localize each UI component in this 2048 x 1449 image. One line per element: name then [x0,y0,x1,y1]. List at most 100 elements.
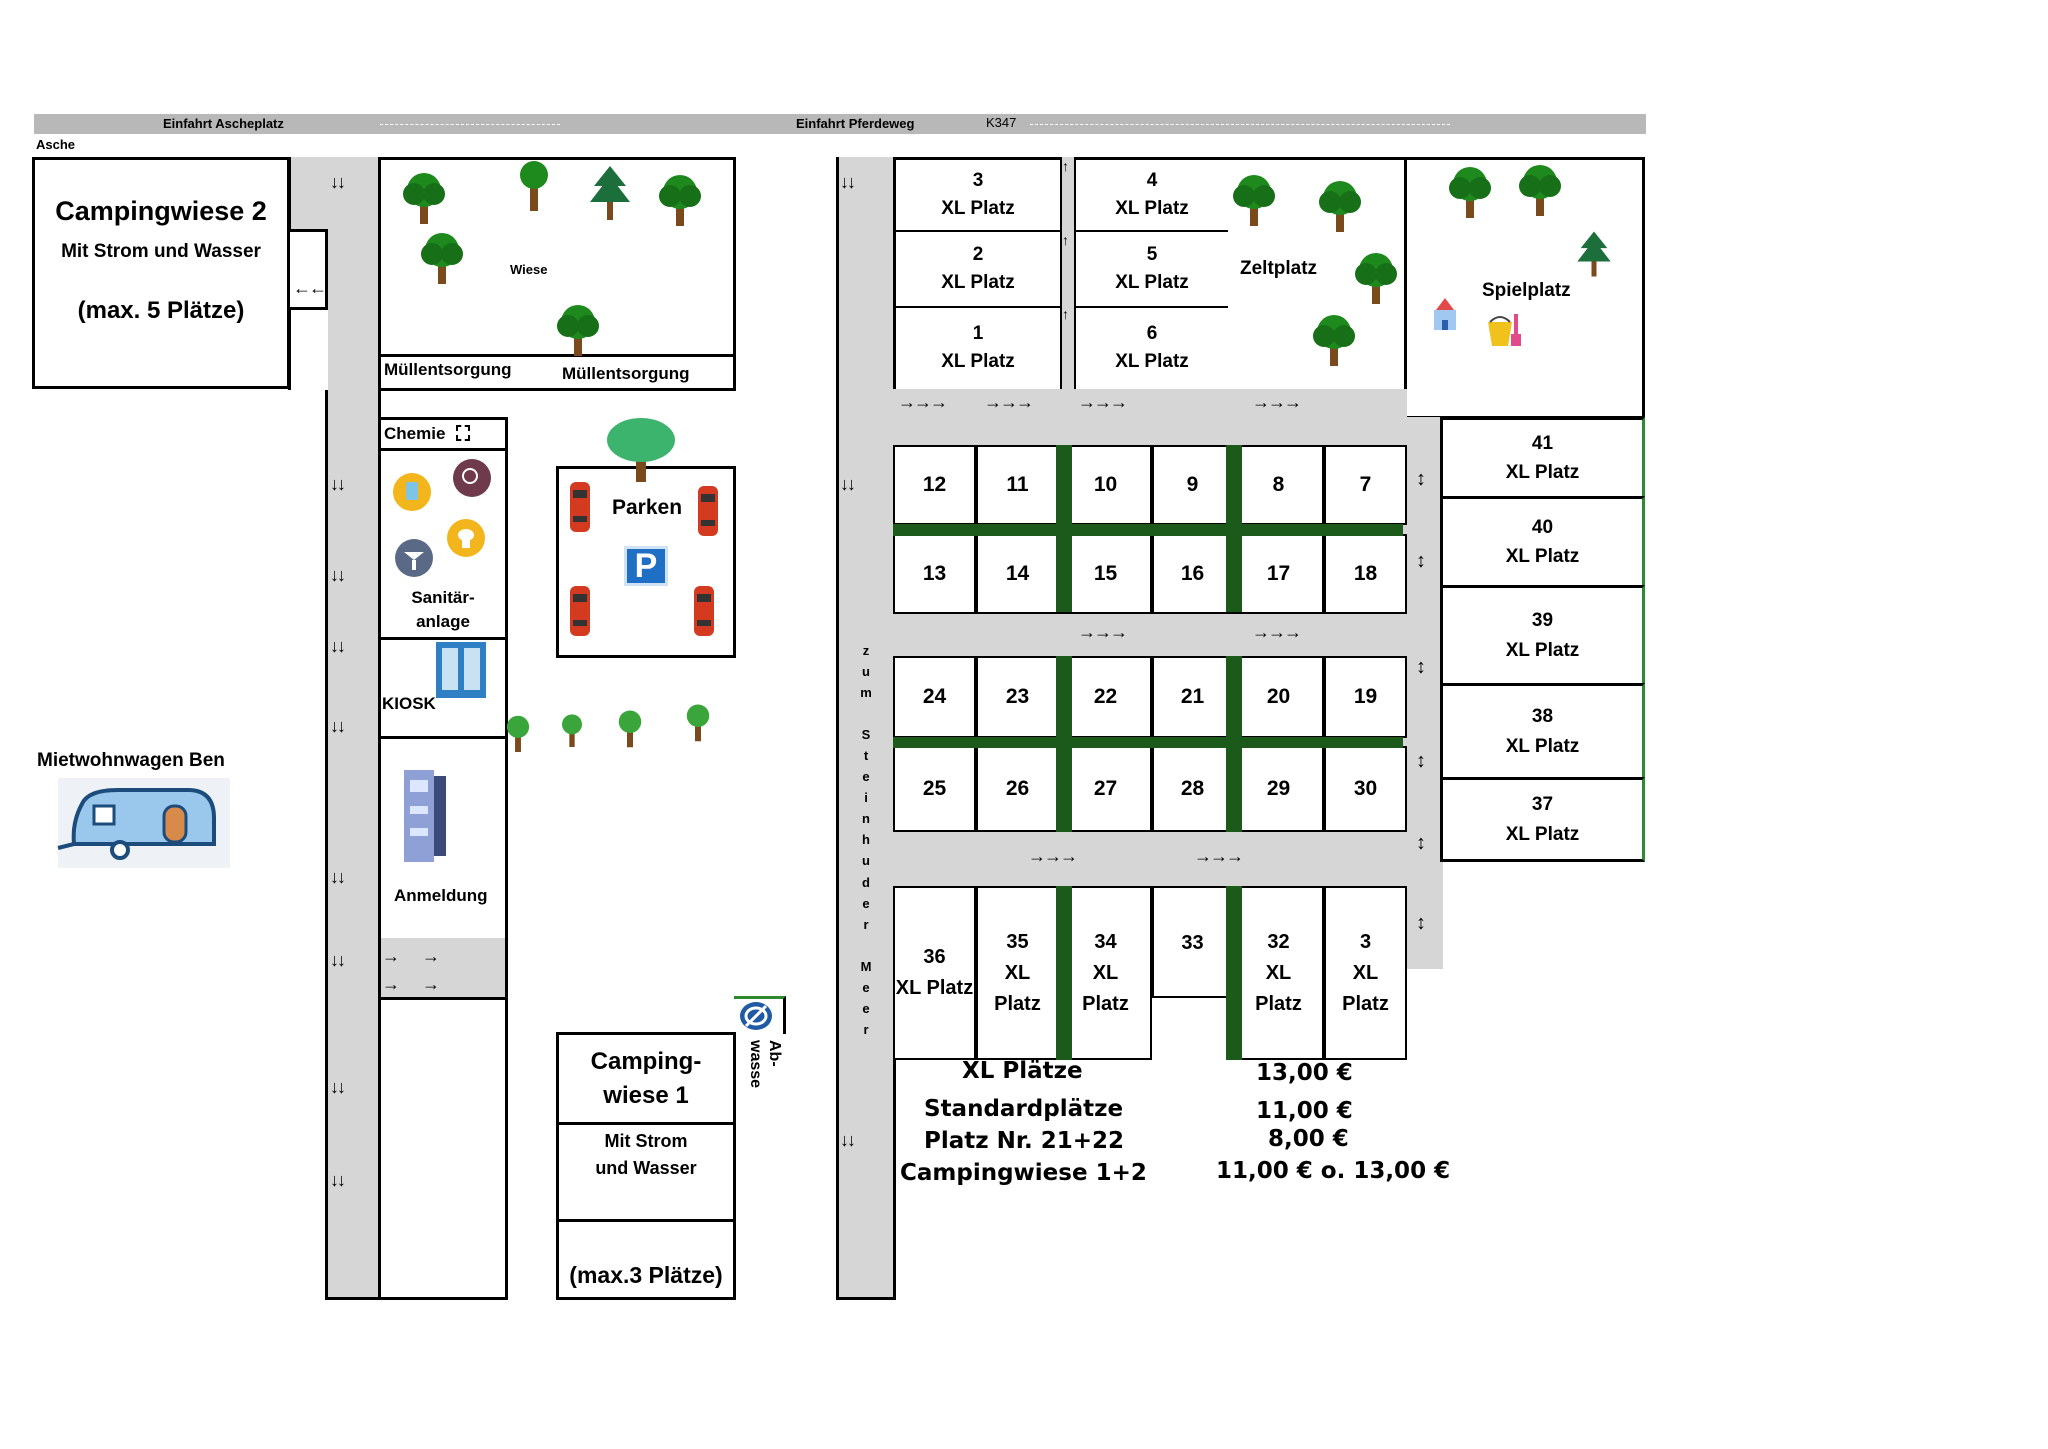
down-arrows-c3: ↓↓ [840,1130,856,1150]
right-arrows-low-2: →→→ [1194,846,1244,866]
pitch-number: 6 [1146,322,1158,344]
pitch-13[interactable]: 13 [893,534,976,614]
sanitary-label-line-2: anlage [416,611,470,631]
pitch-text: 36 [923,946,946,968]
sand-bucket-icon [1488,314,1521,346]
pitch-number: 7 [1359,472,1372,496]
registration-terminal-icon [404,770,446,862]
steinhuder-letter: u [862,853,870,869]
pitch-10[interactable]: 10 [1059,445,1152,525]
updown-arrow-3: ↕ [1416,656,1426,678]
registration-label: Anmeldung [394,886,488,905]
pine-tree-icon [1577,231,1611,277]
pitch-number: 3 [972,169,984,191]
price-label-xl: XL Plätze [962,1058,1083,1084]
pitch-16[interactable]: 16 [1152,534,1233,614]
steinhuder-letter: M [860,958,872,974]
pitch-19[interactable]: 19 [1324,656,1407,738]
pitch-text: XL [1092,961,1119,984]
pitch-9[interactable]: 9 [1152,445,1233,525]
connector-road-cw2 [288,157,328,232]
pitch-label: XL Platz [1505,735,1580,757]
pitch-28[interactable]: 28 [1152,746,1233,832]
wastewater-icon [740,1002,772,1030]
hedge-vertical-2c [1226,886,1242,1060]
hedge-vertical-2b [1226,656,1242,832]
hedge-horizontal-2 [893,737,1403,748]
tree-icon [562,714,582,747]
steinhuder-letter: d [862,874,870,890]
top-xl-separator [1060,157,1076,389]
pitch-26[interactable]: 26 [976,746,1059,832]
pitch-17[interactable]: 17 [1233,534,1324,614]
connector-road-cw2-lower [288,307,328,390]
pitch-text: 33 [1181,932,1204,954]
pitch-label: XL Platz [941,272,1015,293]
pitch-11[interactable]: 11 [976,445,1059,525]
pitch-24[interactable]: 24 [893,656,976,738]
pitch-number: 10 [1093,472,1118,496]
steinhuder-letter: r [863,1021,869,1037]
down-arrows-5: ↓↓ [330,716,346,736]
pitch-number: 40 [1531,516,1554,538]
pitch-14[interactable]: 14 [976,534,1059,614]
price-label-campingwiese: Campingwiese 1+2 [900,1160,1147,1186]
pitch-number: 24 [922,684,947,708]
pitch-number: 39 [1531,610,1554,632]
pitch-row5-33-3[interactable]: 33 [1152,886,1233,998]
pitch-15[interactable]: 15 [1059,534,1152,614]
hedge-horizontal-1 [893,524,1403,536]
pitch-8[interactable]: 8 [1233,445,1324,525]
pitch-7[interactable]: 7 [1324,445,1407,525]
pitch-27[interactable]: 27 [1059,746,1152,832]
tree-icon [1319,181,1361,232]
pitch-20[interactable]: 20 [1233,656,1324,738]
pitch-12[interactable]: 12 [893,445,976,525]
tree-icon [1449,167,1491,218]
pitch-18[interactable]: 18 [1324,534,1407,614]
wastewater-label-line-2: wasse [746,1040,764,1089]
pitch-number: 4 [1146,169,1158,191]
asche-label: Asche [36,137,76,152]
up-arrow-3: ↑ [1062,306,1069,322]
price-value-campingwiese: 11,00 € o. 13,00 € [1216,1158,1451,1184]
right-arrows-mid-1: →→→ [1078,622,1128,642]
pitch-29[interactable]: 29 [1233,746,1324,832]
pitch-23[interactable]: 23 [976,656,1059,738]
pitch-number: 23 [1005,684,1030,708]
pitch-21[interactable]: 21 [1152,656,1233,738]
down-arrows-7: ↓↓ [330,950,346,970]
parking-sign-icon: P [624,546,668,586]
pitch-number: 38 [1531,706,1554,728]
entrance-ascheplatz-label: Einfahrt Ascheplatz [163,116,284,131]
pitch-22[interactable]: 22 [1059,656,1152,738]
parking-label: Parken [612,496,683,519]
campingwiese-1-area [556,1032,736,1300]
down-arrows-6: ↓↓ [330,867,346,887]
campingwiese-1-divider-1 [556,1122,736,1125]
steinhuder-letter: i [864,790,868,806]
steinhuder-letter: m [860,685,872,701]
pitch-30[interactable]: 30 [1324,746,1407,832]
pitch-number: 27 [1093,776,1118,800]
kiosk-label: KIOSK [382,694,436,713]
xl-pitch-38[interactable]: 38 XL Platz [1440,683,1645,780]
updown-arrow-6: ↕ [1416,912,1426,934]
pitch-25[interactable]: 25 [893,746,976,832]
